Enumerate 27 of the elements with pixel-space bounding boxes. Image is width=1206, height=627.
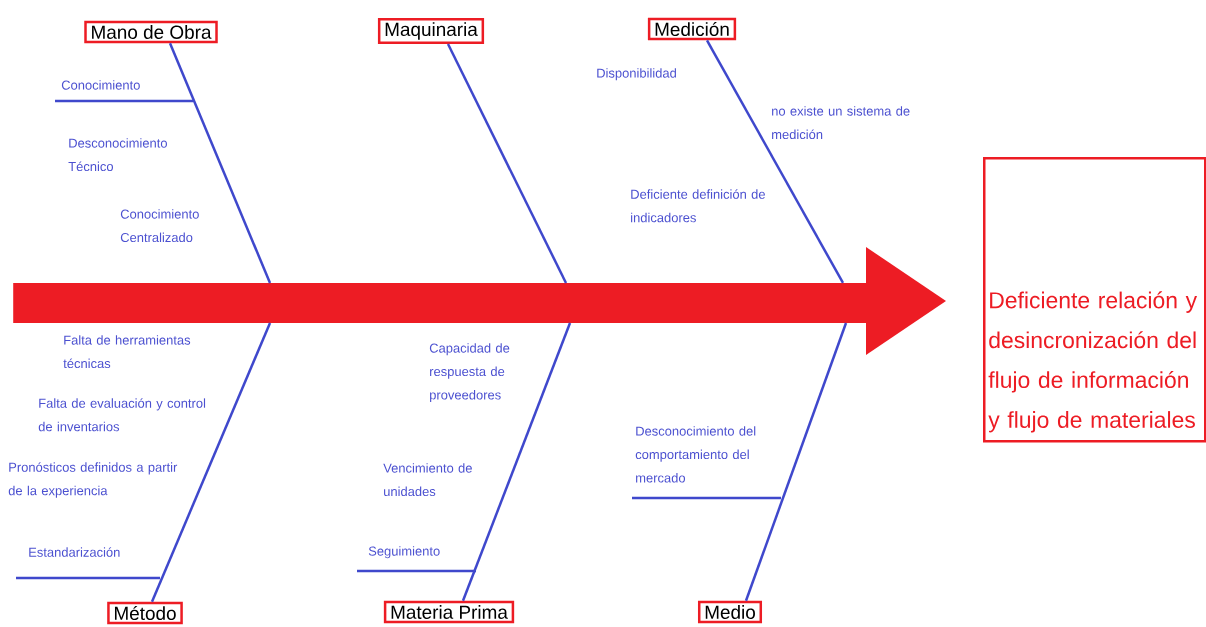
cause-label: Vencimiento de unidades bbox=[383, 463, 472, 497]
category-box: Método bbox=[107, 601, 183, 625]
bone-line bbox=[150, 322, 272, 603]
bone-line bbox=[461, 322, 572, 602]
bone-line bbox=[168, 42, 272, 284]
underlined-cause: Seguimiento bbox=[357, 546, 476, 573]
effect-box: Deficiente relación y desincronización del flujo de información y flujo de materiales bbox=[983, 157, 1206, 443]
bone-line bbox=[705, 39, 845, 284]
category-box: Mano de Obra bbox=[84, 20, 218, 44]
underlined-cause: Desconocimiento del comportamiento del mercado bbox=[632, 426, 781, 500]
bone-line bbox=[744, 322, 848, 602]
cause-label: Falta de herramientas técnicas bbox=[63, 335, 191, 369]
bone-line bbox=[446, 43, 568, 284]
category-box: Medio bbox=[698, 600, 763, 624]
cause-label: Disponibilidad bbox=[597, 68, 676, 81]
cause-label: Deficiente definición de indicadores bbox=[631, 189, 765, 223]
cause-label: Falta de evaluación y control de inventarios bbox=[38, 398, 206, 432]
cause-label: Pronósticos definidos a partir de la experiencia bbox=[8, 462, 178, 498]
underlined-cause: Estandarización bbox=[16, 547, 160, 580]
underlined-cause: Conocimiento bbox=[55, 80, 193, 103]
spine-arrow bbox=[13, 247, 946, 355]
category-box: Medición bbox=[647, 17, 737, 41]
cause-label: Desconocimiento Técnico bbox=[68, 138, 167, 172]
category-box: Materia Prima bbox=[383, 600, 515, 624]
cause-label: Capacidad de respuesta de proveedores bbox=[429, 343, 510, 403]
category-box: Maquinaria bbox=[377, 17, 485, 45]
cause-label: no existe un sistema de medición bbox=[772, 106, 910, 140]
